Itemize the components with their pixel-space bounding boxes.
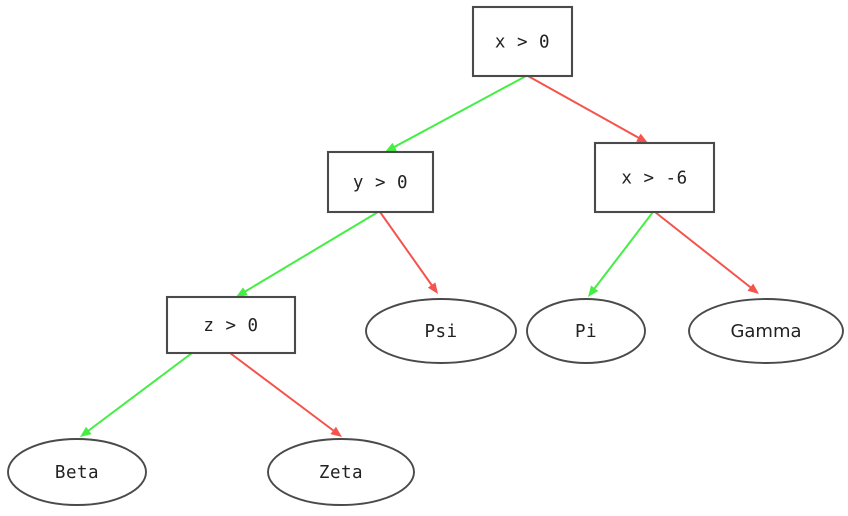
- edge-z_gt_0-to-beta: [80, 352, 193, 437]
- decision-node-box[interactable]: [165, 295, 297, 355]
- edge-x_gt_m6-to-gamma: [654, 211, 759, 294]
- edge-line-true: [85, 352, 193, 434]
- edge-line-true: [591, 211, 654, 293]
- decision-node-box[interactable]: [326, 150, 435, 214]
- node-psi[interactable]: Psi: [365, 298, 517, 364]
- node-zeta[interactable]: Zeta: [267, 438, 415, 506]
- node-label-x_gt_m6: x > -6: [621, 169, 687, 189]
- node-label-pi: Pi: [575, 322, 597, 342]
- arrowhead-false: [330, 426, 342, 437]
- edge-line-false: [654, 211, 755, 291]
- arrowhead-false: [747, 283, 759, 294]
- edge-y_gt_0-to-psi: [379, 211, 438, 294]
- arrowhead-true: [80, 426, 92, 437]
- node-label-beta: Beta: [55, 463, 99, 483]
- node-label-y_gt_0: y > 0: [353, 173, 408, 193]
- edge-line-false: [229, 352, 337, 434]
- node-z_gt_0[interactable]: z > 0: [165, 295, 297, 355]
- decision-node-box[interactable]: [593, 141, 716, 214]
- edge-line-false: [379, 211, 435, 289]
- node-label-root: x > 0: [495, 33, 550, 53]
- edge-z_gt_0-to-zeta: [229, 352, 342, 437]
- arrowhead-true: [588, 285, 599, 297]
- edge-layer: [80, 75, 759, 437]
- leaf-node-ellipse[interactable]: [267, 438, 415, 506]
- edge-line-false: [527, 75, 643, 141]
- node-label-gamma: Gamma: [730, 321, 801, 342]
- edge-line-true: [241, 211, 379, 295]
- node-root[interactable]: x > 0: [471, 5, 574, 78]
- leaf-node-ellipse[interactable]: [365, 298, 517, 364]
- edge-root-to-y_gt_0: [385, 75, 527, 152]
- node-x_gt_m6[interactable]: x > -6: [593, 141, 716, 214]
- node-label-z_gt_0: z > 0: [203, 316, 258, 336]
- node-gamma[interactable]: Gamma: [688, 298, 844, 364]
- arrowhead-false: [636, 133, 648, 143]
- decision-node-box[interactable]: [471, 5, 574, 78]
- arrowhead-false: [427, 282, 438, 294]
- edge-x_gt_m6-to-pi: [588, 211, 654, 297]
- edge-y_gt_0-to-z_gt_0: [236, 211, 379, 297]
- arrowhead-true: [236, 287, 248, 297]
- leaf-node-ellipse[interactable]: [688, 298, 844, 364]
- leaf-node-ellipse[interactable]: [7, 438, 147, 506]
- leaf-node-ellipse[interactable]: [526, 298, 646, 364]
- node-label-psi: Psi: [424, 322, 457, 342]
- edge-line-true: [390, 75, 527, 150]
- edge-root-to-x_gt_m6: [527, 75, 648, 143]
- arrowhead-true: [385, 142, 397, 152]
- node-pi[interactable]: Pi: [526, 298, 646, 364]
- node-beta[interactable]: Beta: [7, 438, 147, 506]
- node-y_gt_0[interactable]: y > 0: [326, 150, 435, 214]
- node-label-zeta: Zeta: [319, 463, 363, 483]
